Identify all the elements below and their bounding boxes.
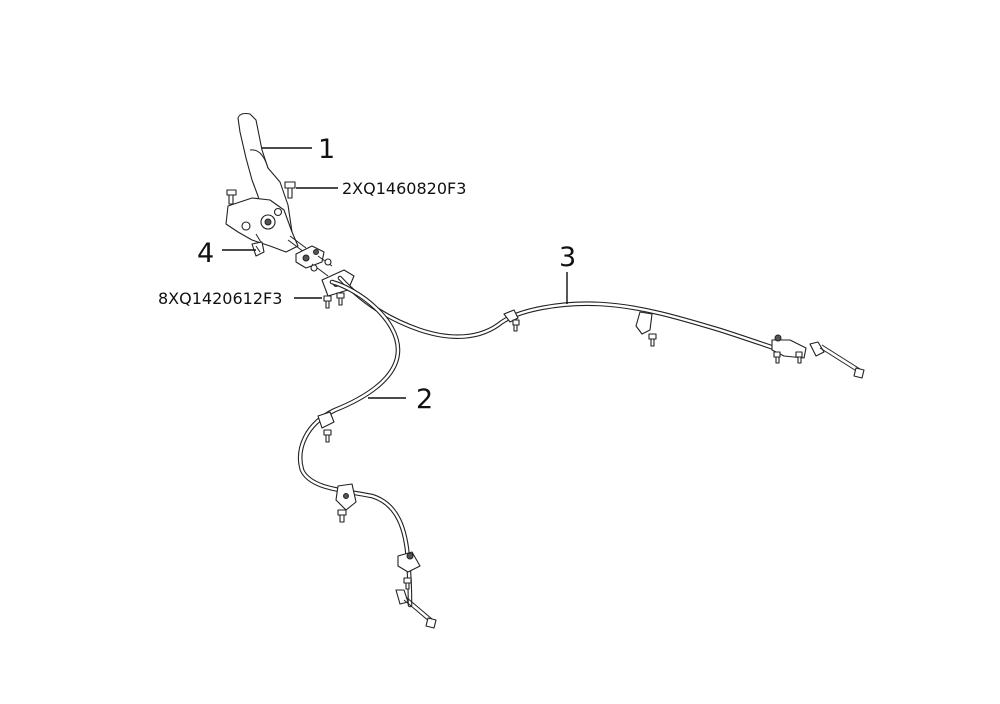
clip-part-4: [251, 241, 265, 257]
label-bolt-upper: 2XQ1460820F3: [342, 179, 466, 198]
cable-2: [297, 279, 437, 629]
equalizer: [295, 245, 333, 277]
cable-3: [337, 275, 865, 379]
hand-brake-lever: [225, 112, 307, 253]
label-part-1: 1: [318, 134, 335, 165]
label-part-4: 4: [197, 238, 214, 269]
label-part-3: 3: [559, 242, 576, 273]
label-part-2: 2: [416, 384, 433, 415]
bracket-bolt-icon: [226, 189, 237, 205]
label-bolt-lower: 8XQ1420612F3: [158, 289, 282, 308]
bolt-upper-icon: [284, 181, 296, 199]
